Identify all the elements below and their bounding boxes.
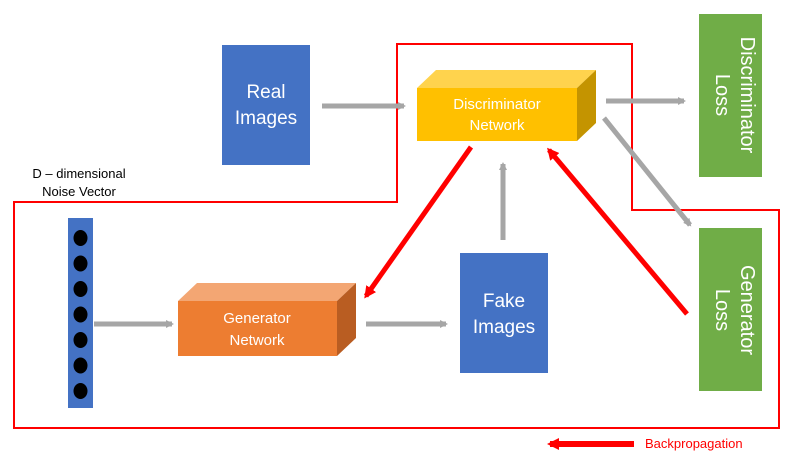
discriminator-loss-label-line1: Discriminator (736, 37, 758, 154)
discriminator-front-face (417, 88, 577, 141)
discriminator-label-line1: Discriminator (453, 96, 541, 113)
real-images-label-line2: Images (235, 108, 297, 129)
discriminator-top-face (417, 70, 596, 88)
real-images-box: Real Images (222, 45, 310, 165)
generator-loss-label-line1: Generator (736, 265, 758, 355)
discriminator-network-box: Discriminator Network (417, 70, 596, 141)
backprop-arrow-discriminator-to-generator (363, 145, 474, 299)
generator-network-box: Generator Network (178, 283, 356, 356)
noise-node (73, 383, 88, 399)
generator-front-face (178, 301, 337, 356)
fake-images-label-line2: Images (473, 317, 535, 338)
noise-node (73, 306, 88, 323)
real-images-label-line1: Real (246, 82, 285, 103)
noise-node (73, 357, 88, 374)
arrow-discriminator-to-gen-loss (602, 116, 692, 227)
noise-vector-nodes (73, 230, 88, 399)
noise-node (73, 255, 88, 272)
noise-node (73, 332, 88, 348)
noise-node (73, 230, 88, 246)
legend-backprop-label: Backpropagation (645, 436, 743, 451)
generator-side-face (337, 283, 356, 356)
discriminator-label-line2: Network (469, 117, 525, 134)
generator-loss-label-line2: Loss (711, 289, 733, 331)
backprop-arrow-gen-loss-to-discriminator (547, 147, 689, 316)
generator-label-line1: Generator (223, 310, 291, 327)
noise-vector-label-line1: D – dimensional (32, 166, 125, 181)
fake-images-label-line1: Fake (483, 291, 525, 312)
generator-loss-box: Generator Loss (699, 228, 762, 391)
discriminator-loss-label-line2: Loss (711, 74, 733, 116)
generator-top-face (178, 283, 356, 301)
fake-images-box: Fake Images (460, 253, 548, 373)
noise-vector-label-line2: Noise Vector (42, 184, 116, 199)
generator-label-line2: Network (229, 332, 285, 349)
legend: Backpropagation (547, 436, 743, 451)
discriminator-loss-box: Discriminator Loss (699, 14, 762, 177)
noise-node (73, 281, 88, 297)
discriminator-side-face (577, 70, 596, 141)
noise-vector: D – dimensional Noise Vector (32, 166, 126, 408)
